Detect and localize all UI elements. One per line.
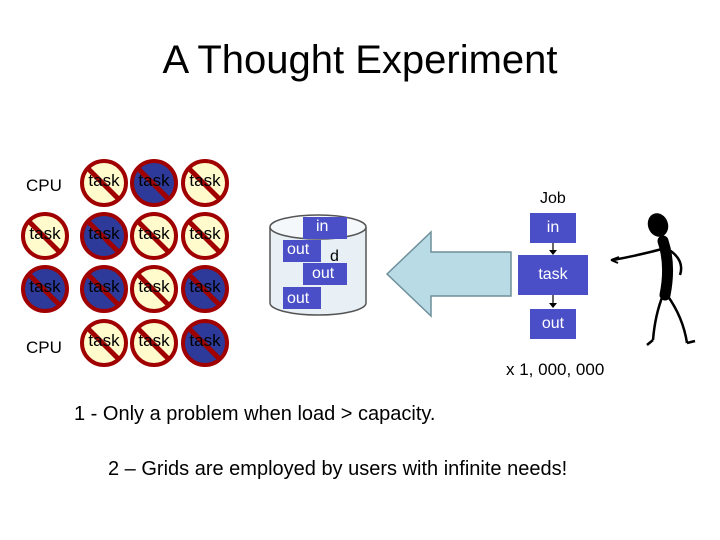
slide-title: A Thought Experiment: [162, 38, 558, 82]
job-out-label: out: [541, 315, 565, 332]
task-prohibited: task: [180, 211, 230, 261]
task-prohibited: task: [79, 211, 129, 261]
job-in-label: in: [546, 219, 560, 236]
storage-in-label: in: [316, 218, 329, 235]
task-prohibited: task: [180, 158, 230, 208]
task-label: task: [189, 224, 221, 243]
task-label: task: [189, 277, 221, 296]
storage-cylinder: [269, 214, 367, 316]
note-line-1: 1 - Only a problem when load > capacity.: [74, 403, 436, 425]
left-arrow-icon: [385, 230, 512, 318]
pointing-figure-icon: [610, 213, 696, 346]
task-prohibited: task: [129, 211, 179, 261]
cpu-label: CPU: [26, 338, 62, 357]
task-label: task: [88, 224, 120, 243]
task-prohibited: task: [129, 318, 179, 368]
storage-out-label: out: [287, 241, 310, 258]
task-label: task: [29, 224, 61, 243]
arrow-down-icon: [549, 295, 557, 308]
job-out-box: out: [530, 309, 576, 339]
task-prohibited: task: [20, 264, 70, 314]
task-prohibited: task: [20, 211, 70, 261]
task-prohibited: task: [79, 264, 129, 314]
job-task-box: task: [518, 255, 588, 295]
cpu-label: CPU: [26, 176, 62, 195]
arrow-down-icon: [549, 243, 557, 255]
job-header: Job: [540, 190, 566, 207]
job-multiplier: x 1, 000, 000: [506, 360, 605, 379]
task-label: task: [189, 331, 221, 350]
task-label: task: [29, 277, 61, 296]
task-prohibited: task: [129, 264, 179, 314]
task-prohibited: task: [79, 158, 129, 208]
task-prohibited: task: [79, 318, 129, 368]
storage-d-label: d: [330, 248, 339, 265]
storage-out-label: out: [312, 265, 335, 282]
task-label: task: [138, 331, 170, 350]
job-in-box: in: [530, 213, 576, 243]
task-label: task: [138, 224, 170, 243]
job-task-label: task: [538, 266, 568, 283]
task-prohibited: task: [180, 264, 230, 314]
task-label: task: [138, 277, 170, 296]
task-prohibited: task: [129, 158, 179, 208]
task-label: task: [138, 171, 170, 190]
storage-out-label: out: [287, 290, 310, 307]
note-line-2: 2 – Grids are employed by users with inf…: [108, 458, 568, 480]
task-label: task: [88, 331, 120, 350]
task-label: task: [189, 171, 221, 190]
task-prohibited: task: [180, 318, 230, 368]
task-label: task: [88, 171, 120, 190]
task-label: task: [88, 277, 120, 296]
